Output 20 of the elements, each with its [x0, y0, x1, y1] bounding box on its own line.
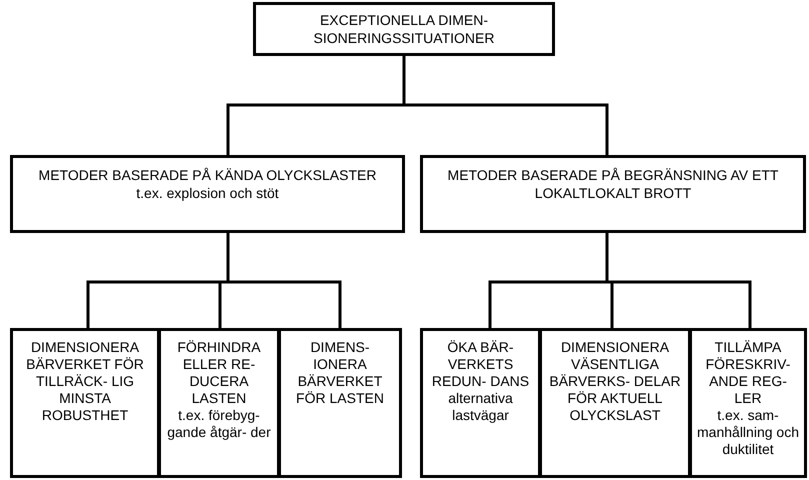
method-box [10, 328, 160, 478]
category-box [253, 2, 555, 56]
connector-line [402, 56, 608, 155]
method-box [689, 328, 807, 478]
method-box [420, 328, 541, 478]
box-heading: METODER BASERADE PÅ BEGRÄNSNING AV ETT LOKALTLOKALT BROTT [446, 166, 780, 202]
box-heading: EXCEPTIONELLA DIMEN- SIONERINGSSITUATIONER [312, 11, 496, 47]
box-note: t.ex. förebyg- gande åtgär- der [166, 407, 272, 441]
box-heading: DIMENSIONERA BÄRVERKET FÖR TILLRÄCK- LIG MINSTA ROBUSTHET [25, 339, 145, 424]
box-note: t.ex. explosion och stöt [136, 184, 279, 202]
box-note: alternativa lastvägar [447, 390, 514, 424]
category-box [10, 155, 405, 233]
box-heading: DIMENS- IONERA BÄRVERKET FÖR LASTEN [295, 339, 385, 407]
method-box [539, 328, 691, 478]
box-heading: DIMENSIONERA VÄSENTLIGA BÄRVERKS- DELAR FÖR AKTUELL OLYCKSLAST [548, 339, 682, 424]
method-box [278, 328, 402, 478]
box-heading: METODER BASERADE PÅ KÄNDA OLYCKSLASTER [38, 166, 376, 184]
method-box [158, 328, 280, 478]
box-note: t.ex. sam- manhållning och duktilitet [696, 407, 800, 458]
category-box [420, 155, 806, 233]
